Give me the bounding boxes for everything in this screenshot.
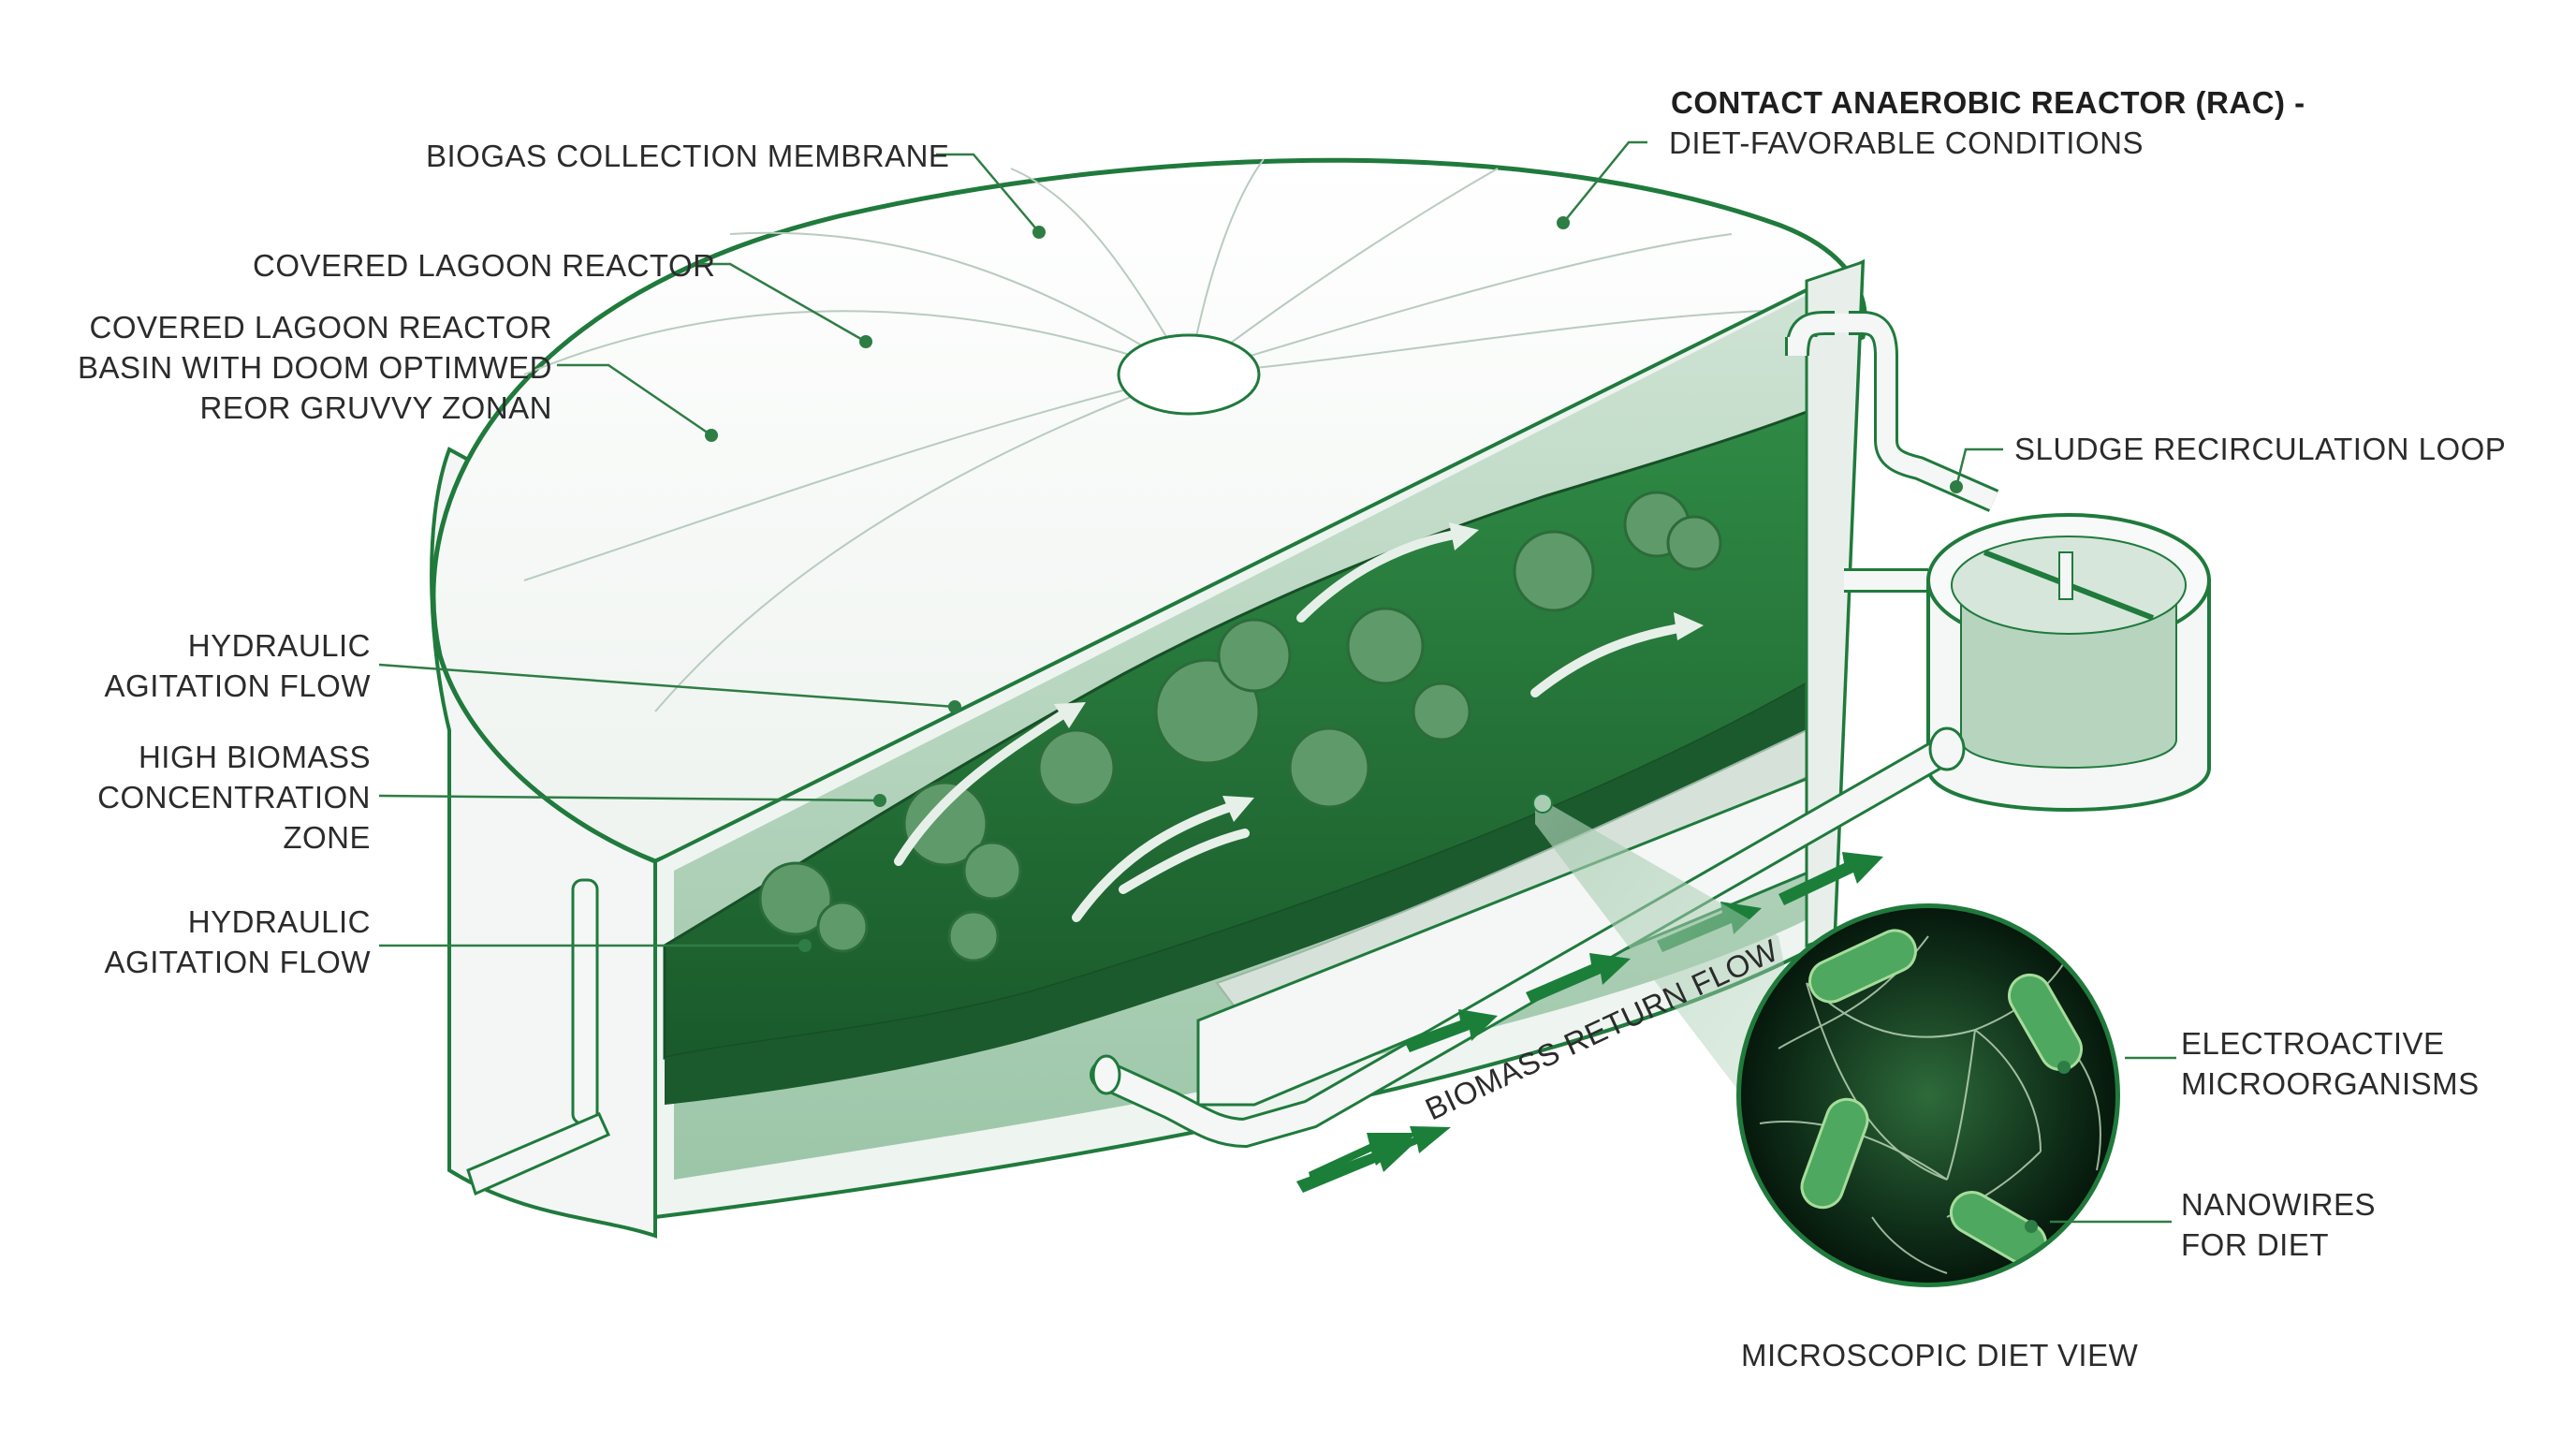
clarifier-shaft (2058, 551, 2073, 600)
label-sludge-loop: SLUDGE RECIRCULATION LOOP (2014, 432, 2507, 466)
return-pipe (1090, 726, 1966, 1149)
return-arrow (1404, 1009, 1498, 1052)
biomass-clump (758, 861, 833, 936)
return-pipe-flange (1091, 1054, 1121, 1095)
inlet-pipes (466, 878, 610, 1196)
return-pipe-flange-right (1928, 726, 1966, 771)
sludge-bed-bottom (665, 683, 1807, 1105)
bacterium (1808, 929, 1917, 1004)
biomass-clump (1666, 515, 1722, 571)
bacterium (2008, 973, 2083, 1072)
biomass-clump (962, 841, 1022, 901)
biomass-clusters (758, 491, 1722, 962)
microscopic-view (1736, 903, 2120, 1287)
vertical-inlet-pipe (571, 878, 599, 1125)
leader-lines (378, 140, 2176, 1224)
biomass-clump (1513, 530, 1595, 612)
biomass-clump (1412, 682, 1471, 741)
label-biogas-membrane: BIOGAS COLLECTION MEMBRANE (426, 139, 950, 173)
recirculation-pipe (1785, 311, 1999, 593)
label-biomass-zone: HIGH BIOMASS CONCENTRATION ZONE (97, 740, 371, 855)
return-flow-long-arrow (1296, 1126, 1451, 1191)
inner-right-wall (1805, 259, 1865, 948)
label-hydraulic-bottom: HYDRAULIC AGITATION FLOW (104, 904, 371, 979)
label-hydraulic-top: HYDRAULIC AGITATION FLOW (104, 628, 371, 703)
biomass-clump (1346, 607, 1425, 685)
clarifier-tank (1926, 513, 2211, 812)
return-arrow (1526, 953, 1631, 1004)
horizontal-inlet-pipe (466, 1112, 610, 1196)
leader-biomass (378, 794, 881, 802)
leader-biogas (936, 153, 1040, 233)
leader-sludge (1954, 448, 2003, 488)
label-basin: COVERED LAGOON REACTOR BASIN WITH DOOM O… (78, 310, 552, 425)
dome-hatch (1117, 333, 1261, 416)
biomass-clump (947, 910, 1000, 962)
biomass-clump (902, 781, 988, 867)
biomass-clump (1154, 658, 1261, 765)
leader-basin (557, 363, 712, 437)
dome-ribs (523, 158, 1836, 712)
leader-covered-lagoon (693, 262, 867, 344)
leader-dots (705, 216, 2071, 1233)
biomass-clump (816, 901, 869, 953)
label-electroactive: ELECTROACTIVE MICROORGANISMS (2181, 1026, 2480, 1101)
biomass-clump (1288, 726, 1370, 809)
biomass-clump (1217, 618, 1292, 693)
label-rac: CONTACT ANAEROBIC REACTOR (RAC) - DIET-F… (1669, 85, 2305, 160)
biomass-clump (1037, 728, 1116, 807)
magnify-focus-point (1532, 793, 1553, 814)
label-nanowires: NANOWIRES FOR DIET (2181, 1187, 2377, 1262)
reactor-shell (430, 157, 1867, 1239)
agitation-flow-arrowheads (1054, 522, 1704, 822)
label-covered-lagoon: COVERED LAGOON REACTOR (253, 248, 716, 283)
bacterium (1800, 1097, 1869, 1210)
return-arrow (1778, 852, 1883, 905)
leader-rac (1562, 140, 1647, 224)
label-microscopic-view: MICROSCOPIC DIET VIEW (1741, 1338, 2139, 1372)
agitation-flow-arrows (894, 529, 1690, 922)
leader-hydraulic-top (378, 663, 956, 709)
